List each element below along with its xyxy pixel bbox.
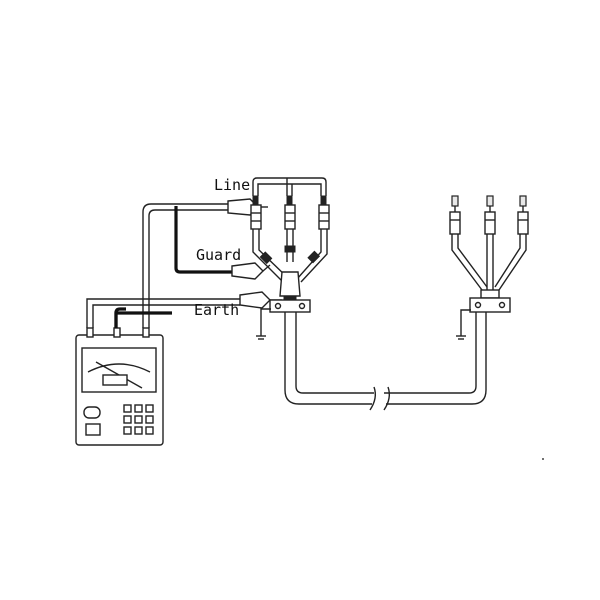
meter-scale-arc [87, 363, 151, 373]
test-button [85, 423, 101, 436]
far-cable-termination [449, 195, 529, 340]
keypad [123, 404, 154, 435]
far-earth-plate [469, 297, 511, 313]
line-terminal [142, 327, 150, 338]
cable-run [284, 312, 487, 411]
power-switch [83, 406, 101, 419]
guard-terminal [113, 327, 121, 338]
earth-label: Earth [194, 301, 240, 319]
guard-label: Guard [196, 246, 242, 264]
line-clip [227, 198, 268, 216]
line-lead [142, 203, 228, 328]
meter-display [102, 374, 128, 386]
earth-lead [86, 298, 240, 328]
line-label: Line [214, 176, 251, 194]
near-earth-plate [269, 299, 311, 313]
insulation-tester [75, 327, 164, 446]
guard-clip [231, 262, 271, 280]
earth-terminal [86, 327, 94, 338]
near-cable-termination [250, 177, 330, 340]
speck [542, 458, 544, 460]
